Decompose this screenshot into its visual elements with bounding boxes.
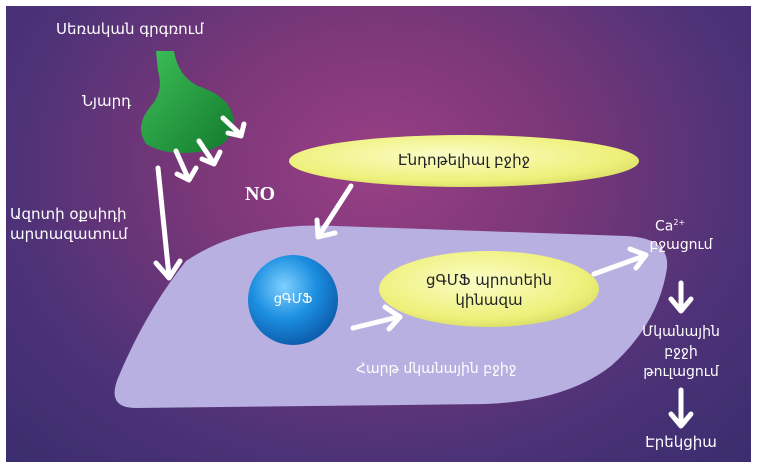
endothelial-cell-shape: [289, 135, 639, 187]
ca-charge: 2+: [673, 218, 686, 227]
erection-label: Էրեկցիա: [645, 433, 717, 451]
kinase-to-ca-arrow: [591, 246, 649, 277]
nitric-oxide-release-label: Ազոտի օքսիդի արտազատում: [10, 204, 128, 244]
relaxation-line-1: Մկանային: [642, 324, 720, 340]
nerve-release-arrow-2: [196, 138, 223, 167]
nerve-label: Նյարդ: [82, 92, 132, 110]
endothelial-to-cell-arrow: [314, 183, 354, 240]
ca-to-relax-arrow: [668, 280, 694, 314]
relax-to-erection-arrow: [668, 387, 694, 429]
no-label: NO: [245, 183, 275, 205]
smooth-muscle-cell-label: Հարթ մկանային բջիջ: [356, 361, 517, 377]
relaxation-line-2: բջջի: [664, 344, 698, 360]
kinase-label-line-2: կինազա: [455, 291, 523, 309]
diagram-canvas: Սեռական գրգռում Նյարդ NO Ազոտի օքսիդի ար…: [6, 6, 751, 462]
nitric-oxide-release-line-2: արտազատում: [10, 225, 128, 243]
nerve-release-arrow-1: [173, 148, 199, 183]
kinase-shape: [379, 251, 599, 327]
sexual-arousal-label: Սեռական գրգռում: [56, 20, 204, 38]
cgmp-circle: [248, 255, 338, 345]
relaxation-label: Մկանային բջջի թուլացում: [621, 322, 741, 382]
ca-symbol: Ca: [655, 218, 674, 235]
ca-label: Ca2+: [655, 214, 685, 236]
kinase-label-line-1: ցԳՄՖ պրոտեին: [425, 271, 553, 289]
ca-decrease-label: բջացում: [649, 237, 713, 253]
endothelial-cell-label: Էնդոթելիալ բջիջ: [398, 151, 530, 169]
release-to-cell-arrow: [153, 165, 183, 281]
cgmp-label: ցԳՄՖ: [273, 292, 313, 307]
nerve-terminal-shape: [141, 51, 234, 153]
relaxation-line-3: թուլացում: [643, 364, 719, 380]
cgmp-to-kinase-arrow: [350, 304, 403, 332]
diagram-graphics: [114, 51, 694, 429]
nitric-oxide-release-line-1: Ազոտի օքսիդի: [10, 205, 127, 223]
nerve-release-arrow-3: [220, 115, 247, 139]
kinase-label: ցԳՄՖ պրոտեին կինազա: [399, 270, 579, 310]
